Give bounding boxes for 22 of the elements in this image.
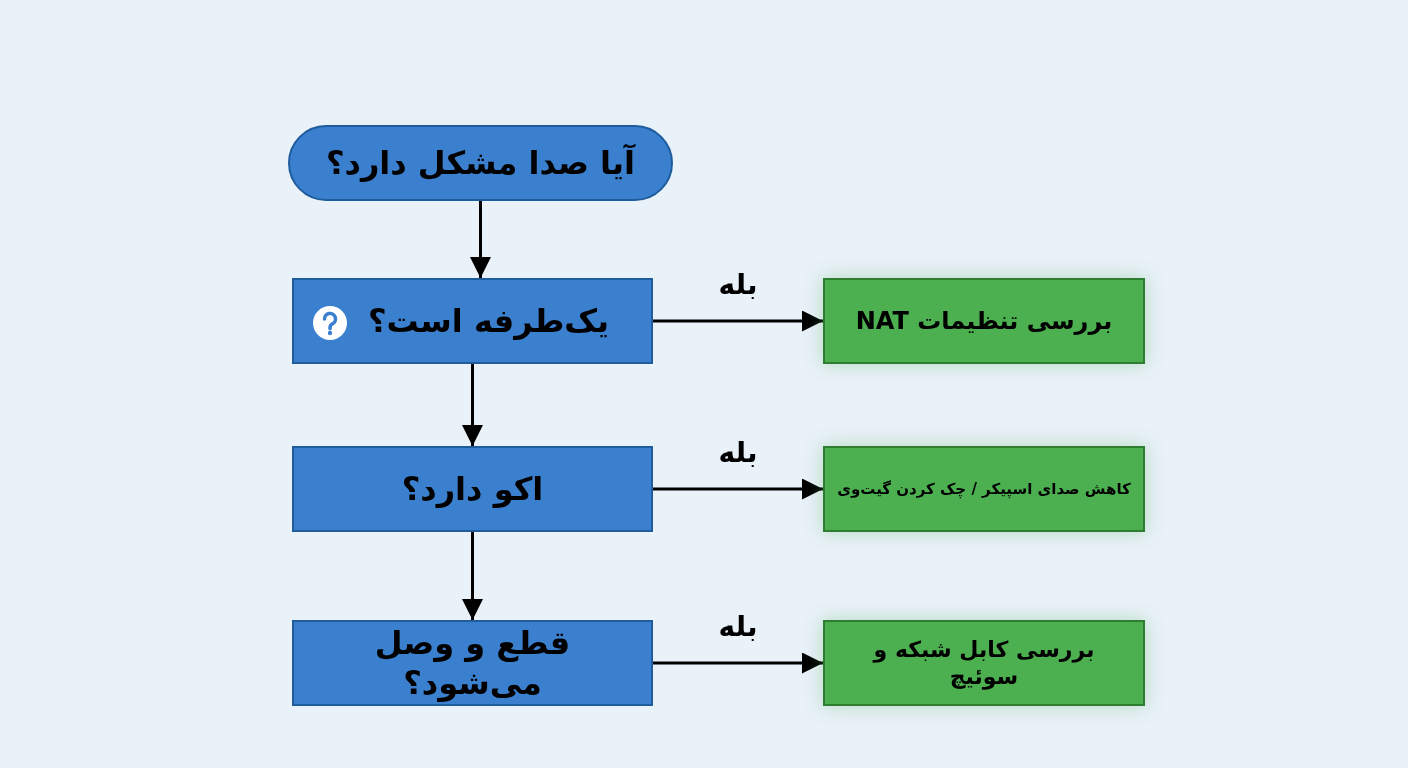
arrow bbox=[462, 532, 483, 620]
node-text: بررسی تنظیمات NAT bbox=[855, 306, 1113, 336]
edge-label: بله bbox=[718, 439, 758, 467]
arrow bbox=[653, 652, 823, 674]
node-text: آیا صدا مشکل دارد؟ bbox=[325, 143, 636, 183]
node-text: بررسی کابل شبکه و سوئیچ bbox=[871, 635, 1096, 691]
decision-box bbox=[292, 278, 653, 364]
node-text: اکو دارد؟ bbox=[401, 469, 544, 509]
arrow bbox=[653, 310, 823, 332]
edge-label: بله bbox=[718, 271, 758, 299]
arrow bbox=[462, 364, 483, 446]
action-box bbox=[823, 620, 1145, 706]
edge-label: بله bbox=[718, 613, 758, 641]
arrow bbox=[470, 201, 491, 278]
arrow bbox=[653, 478, 823, 500]
node-text: کاهش صدای اسپیکر / چک کردن گیت‌وی bbox=[837, 479, 1131, 499]
decision-box bbox=[292, 446, 653, 532]
node-text: قطع و وصل می‌شود؟ bbox=[373, 623, 572, 703]
decision-box bbox=[292, 620, 653, 706]
action-box bbox=[823, 278, 1145, 364]
action-box bbox=[823, 446, 1145, 532]
node-text: یک‌طرفه است؟ bbox=[366, 301, 610, 341]
